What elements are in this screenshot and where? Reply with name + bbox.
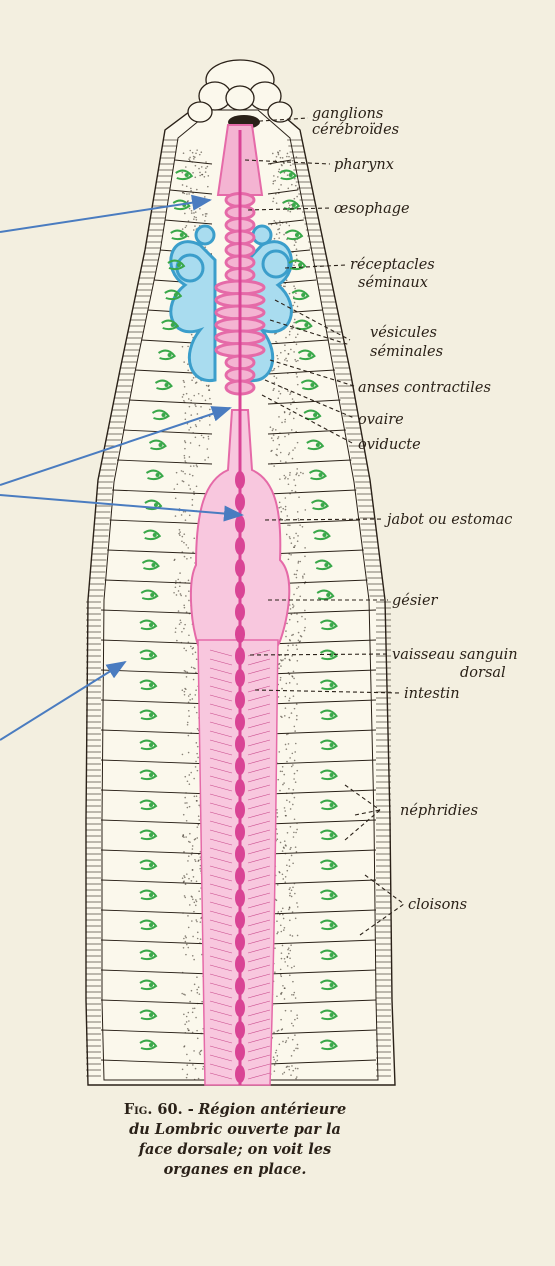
label-ovaire: ovaire xyxy=(358,413,404,428)
label-oviducte: oviducte xyxy=(358,438,421,453)
label-cerebroides: cérébroïdes xyxy=(312,123,399,138)
label-receptacles: réceptacles xyxy=(350,258,435,273)
label-vaisseau: vaisseau sanguin xyxy=(392,648,518,663)
label-intestin: intestin xyxy=(404,687,460,702)
label-gesier: gésier xyxy=(392,594,437,609)
figure-caption: Fig. 60. - Région antérieure du Lombric … xyxy=(120,1100,350,1180)
label-anses: anses contractiles xyxy=(358,381,491,396)
label-nephridies: néphridies xyxy=(400,804,478,819)
label-jabot: jabot ou estomac xyxy=(387,513,512,528)
label-cloisons: cloisons xyxy=(408,898,467,913)
label-ganglions: ganglions xyxy=(312,107,383,122)
label-oesophage: œsophage xyxy=(334,202,410,217)
label-vesicules: vésicules xyxy=(370,326,437,341)
label-seminales: séminales xyxy=(370,345,443,360)
caption-figure-number: Fig. 60. - xyxy=(124,1101,194,1118)
label-seminaux: séminaux xyxy=(358,276,428,291)
label-dorsal: dorsal xyxy=(460,666,506,681)
label-pharynx: pharynx xyxy=(334,158,394,173)
